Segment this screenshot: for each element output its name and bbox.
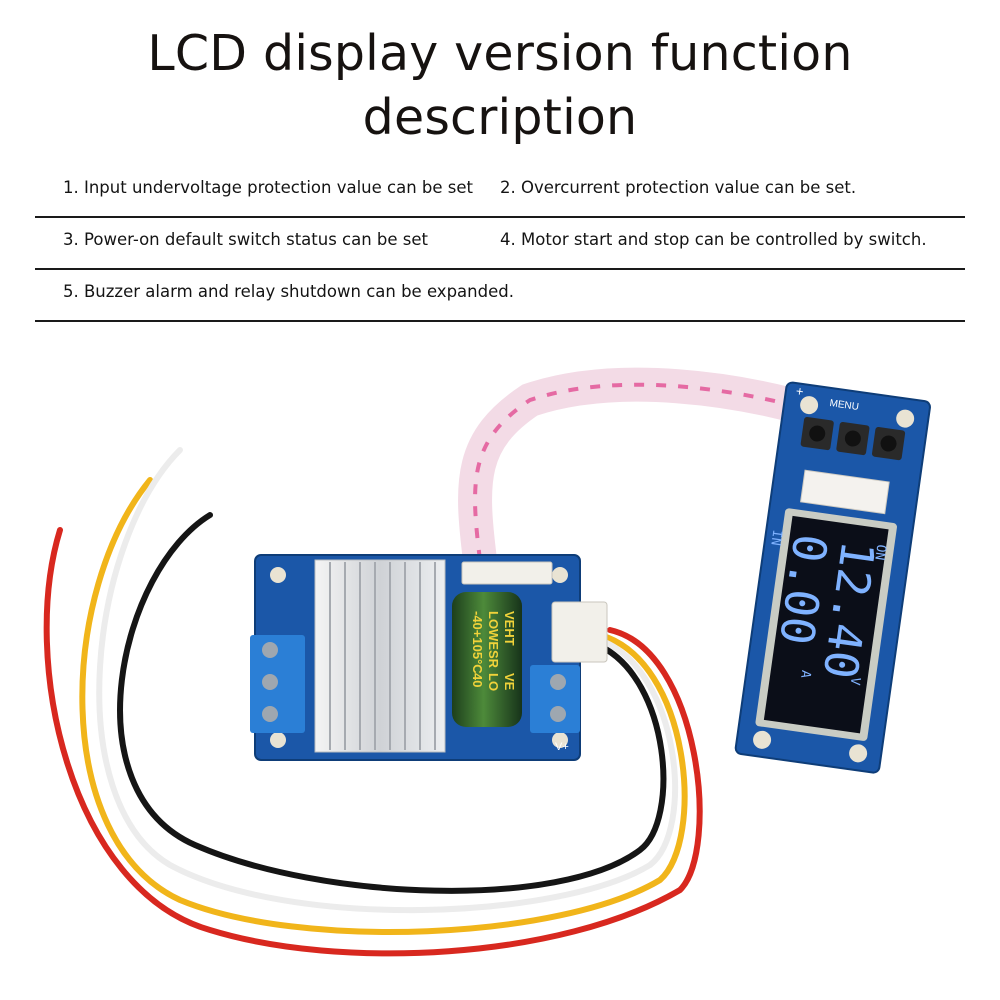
controller-board: VEHT LOWESR -40+105°C VE LO 40 V+	[250, 554, 608, 761]
unit-a: A	[797, 669, 813, 679]
capacitor-label-1: VEHT	[502, 611, 517, 646]
display-connector	[461, 561, 553, 585]
feature-3: 3. Power-on default switch status can be…	[63, 230, 429, 249]
capacitor-label-2: LOWESR	[486, 611, 501, 669]
title-line-1: LCD display version function	[147, 25, 853, 82]
capacitor-label-4: LO	[486, 673, 501, 691]
wire-harness	[43, 447, 703, 957]
feature-2: 2. Overcurrent protection value can be s…	[500, 178, 857, 197]
feature-5: 5. Buzzer alarm and relay shutdown can b…	[63, 282, 514, 301]
wire-black	[117, 512, 667, 894]
feature-row-1: 1. Input undervoltage protection value c…	[35, 166, 965, 218]
terminal-label: V+	[555, 741, 569, 753]
lcd-screen	[763, 515, 889, 734]
wire-white	[96, 447, 678, 914]
capacitor-label-5: 40	[470, 673, 485, 687]
menu-label: MENU	[829, 398, 860, 413]
capacitor-label-6: VE	[502, 673, 517, 691]
output-terminal-block	[530, 665, 580, 733]
wire-yellow	[79, 477, 688, 936]
mode-in: IN	[767, 529, 784, 547]
ribbon-cable	[458, 367, 815, 563]
capacitor-label-3: -40+105°C	[470, 611, 485, 674]
wire-red	[43, 527, 703, 957]
feature-4: 4. Motor start and stop can be controlle…	[500, 230, 927, 249]
lcd-module: MENU + 12.40 0.00 V A ON IN	[734, 381, 931, 774]
feature-1: 1. Input undervoltage protection value c…	[63, 178, 473, 197]
page-title: LCD display version function description	[0, 22, 1000, 150]
feature-row-3: 5. Buzzer alarm and relay shutdown can b…	[35, 270, 965, 322]
title-line-2: description	[362, 89, 638, 146]
product-photo: VEHT LOWESR -40+105°C VE LO 40 V+ MENU +	[43, 367, 931, 957]
feature-row-2: 3. Power-on default switch status can be…	[35, 218, 965, 270]
plus-label: +	[795, 383, 805, 399]
capacitor: VEHT LOWESR -40+105°C VE LO 40	[452, 592, 522, 727]
button-row	[800, 416, 906, 461]
status-on: ON	[871, 543, 888, 561]
unit-v: V	[847, 676, 863, 686]
motor-connector	[551, 601, 608, 663]
heatsink	[314, 559, 446, 753]
